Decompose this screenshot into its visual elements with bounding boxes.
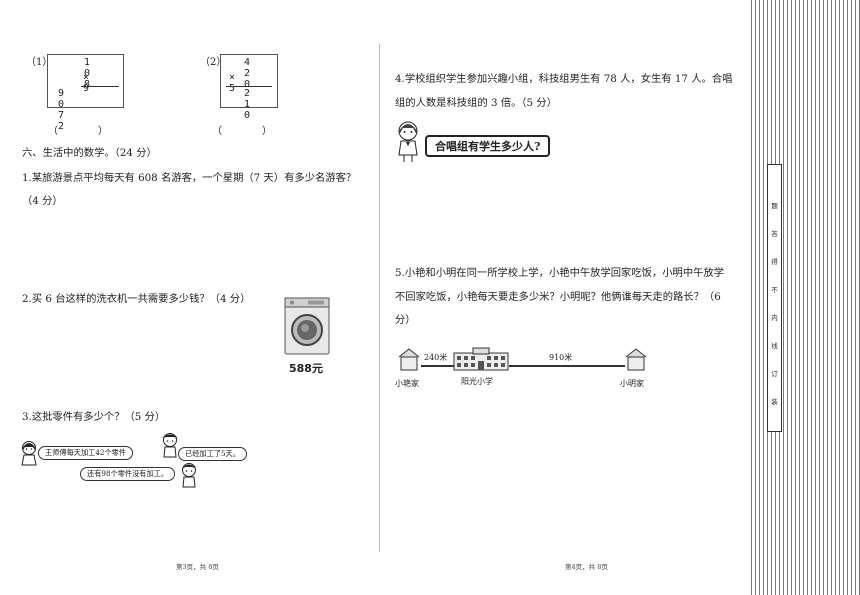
seal-line-box: 题 答 得 不 内 线 订 装 <box>767 164 782 432</box>
question-3-text: 3.这批零件有多少个？（5 分） <box>22 411 166 423</box>
q3-bubble-2: 已经加工了5天。 <box>178 447 247 461</box>
label-xiaoming-home: 小明家 <box>620 379 644 388</box>
question-1-line-1: 1.某旅游景点平均每天有 608 名游客，一个星期（7 天）有多少名游客？ <box>22 172 357 184</box>
page-footer-right: 第4页，共 8页 <box>565 563 608 571</box>
calc-1-answer-paren[interactable]: （ ） <box>48 126 108 137</box>
calc-2-frame <box>220 54 278 108</box>
girl-icon <box>20 440 38 469</box>
house-icon-xiaoyan <box>397 347 421 374</box>
calc-1-row-2: × 9 <box>83 72 92 94</box>
calc-1-label: （1） <box>26 57 53 68</box>
washing-machine-price: 588元 <box>289 362 323 375</box>
calc-1-row-1: 1 0 8 <box>84 57 93 90</box>
seal-char-6: 线 <box>771 342 778 350</box>
q3-bubble-1: 王师傅每天加工42个零件 <box>38 446 134 460</box>
seal-char-8: 装 <box>771 398 778 406</box>
seal-char-4: 不 <box>771 286 778 294</box>
calc-1-rule <box>81 86 119 87</box>
boy-icon-2 <box>180 462 198 491</box>
question-4-line-1: 4.学校组织学生参加兴趣小组，科技组男生有 78 人，女生有 17 人。合唱 <box>395 73 733 85</box>
calc-1-row-3: 9 0 7 2 <box>58 88 67 132</box>
calc-2-label: （2） <box>200 57 227 68</box>
section-title: 六、生活中的数学。（24 分） <box>22 147 157 159</box>
question-4-line-2: 组的人数是科技组的 3 倍。（5 分） <box>395 97 557 109</box>
house-icon-xiaoming <box>624 347 648 374</box>
label-xiaoyan-home: 小艳家 <box>395 379 419 388</box>
calc-2-answer-paren[interactable]: （ ） <box>212 126 272 137</box>
label-school: 阳光小学 <box>461 377 493 386</box>
seal-char-5: 内 <box>771 314 778 322</box>
road-segment-2 <box>509 365 625 367</box>
calc-1-frame <box>47 54 124 108</box>
calc-2-row-2: × 5 <box>229 72 238 94</box>
road-segment-1 <box>421 365 454 367</box>
question-5-line-3: 分） <box>395 314 416 326</box>
calc-2-row-3: 2 1 0 <box>244 88 253 121</box>
seal-char-1: 题 <box>771 202 778 210</box>
seal-char-7: 订 <box>771 370 778 378</box>
distance-910: 910米 <box>549 353 573 362</box>
seal-char-2: 答 <box>771 230 778 238</box>
seal-char-3: 得 <box>771 258 778 266</box>
calc-2-rule <box>226 86 272 87</box>
q4-question-bubble: 合唱组有学生多少人? <box>425 135 551 157</box>
question-1-line-2: （4 分） <box>22 195 63 207</box>
question-2-text: 2.买 6 台这样的洗衣机一共需要多少钱？（4 分） <box>22 293 251 305</box>
distance-240: 240米 <box>424 353 448 362</box>
calc-2-row-1: 4 2 0 <box>244 57 253 90</box>
binding-margin-stripes <box>748 0 860 595</box>
column-divider <box>379 44 380 552</box>
q3-bubble-3: 还有98个零件没有加工。 <box>80 467 176 481</box>
boy-icon <box>159 432 181 461</box>
question-5-line-1: 5.小艳和小明在同一所学校上学，小艳中午放学回家吃饭，小明中午放学 <box>395 267 725 279</box>
washing-machine-icon <box>284 297 330 358</box>
school-building-icon <box>453 347 509 374</box>
page-footer-left: 第3页，共 8页 <box>176 563 219 571</box>
girl-icon-q4 <box>394 119 422 166</box>
question-5-line-2: 不回家吃饭，小艳每天要走多少米？小明呢？他俩谁每天走的路长？（6 <box>395 291 721 303</box>
